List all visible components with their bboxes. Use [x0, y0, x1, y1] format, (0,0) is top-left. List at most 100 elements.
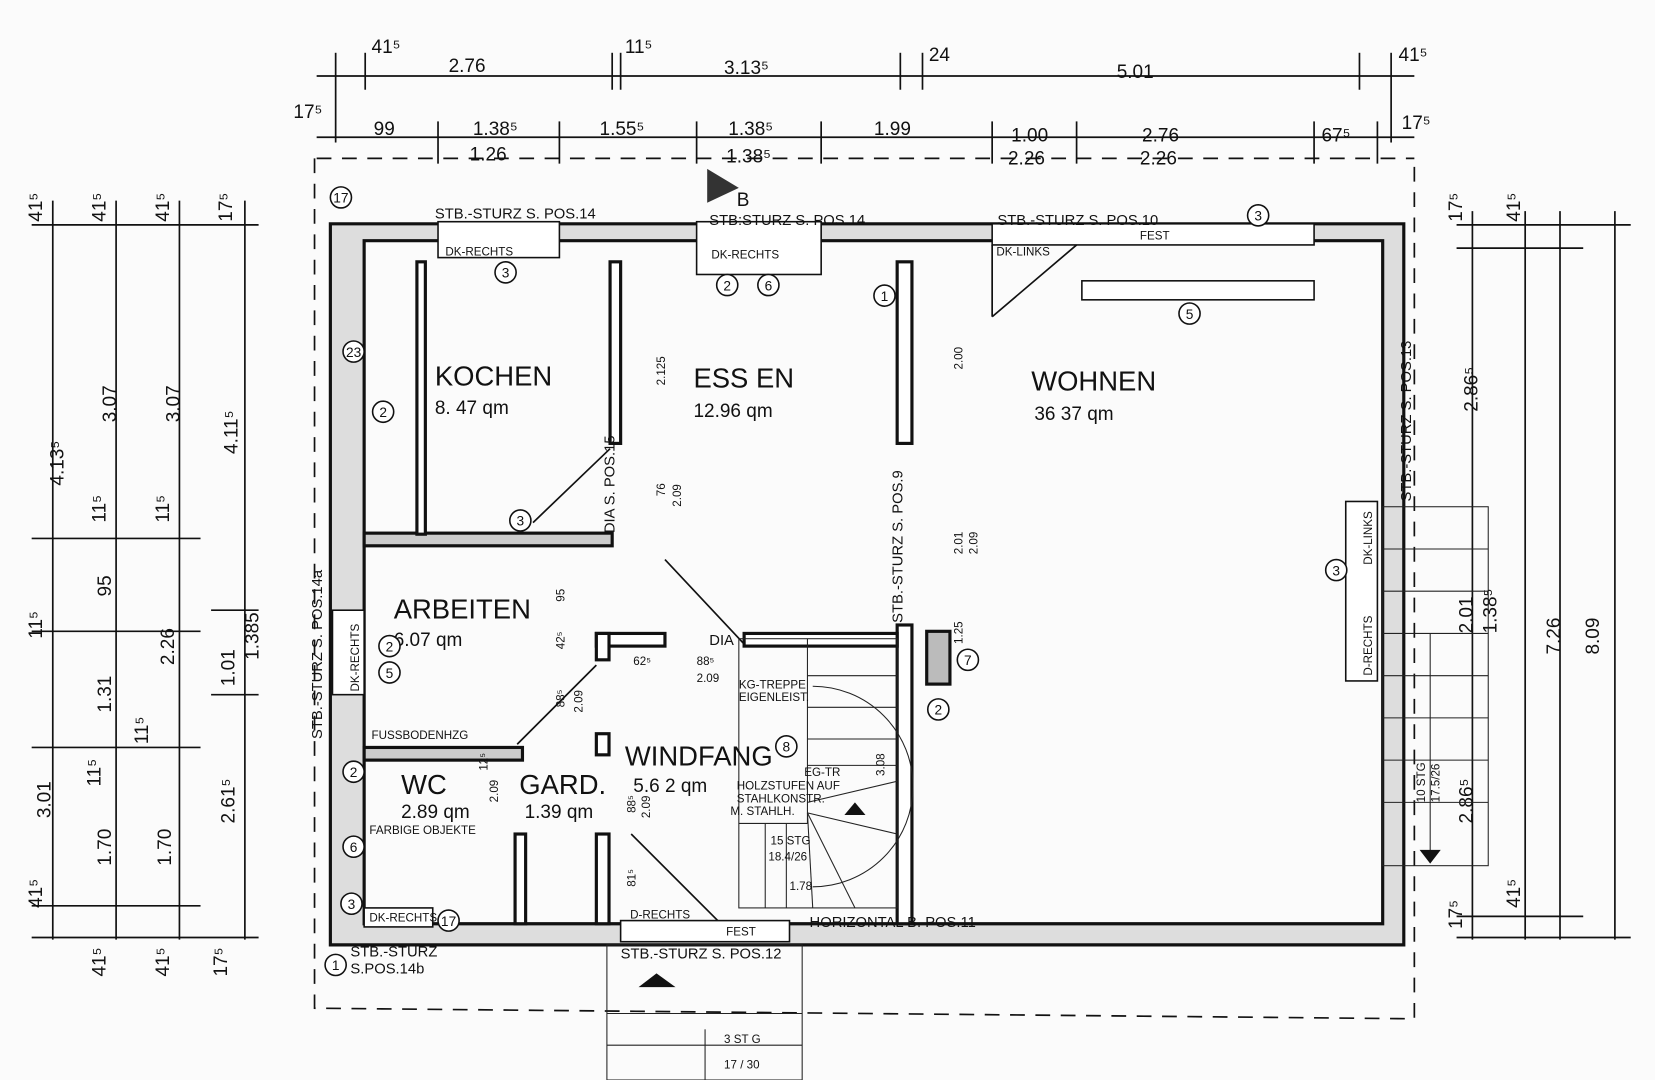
dim-label: 1.01 [218, 649, 239, 686]
dim-label: 1.70 [155, 829, 176, 866]
marker-label: 5 [1186, 307, 1194, 322]
dim-label: 1.26 [470, 144, 507, 165]
dim-label: 41⁵ [90, 948, 111, 977]
marker-circle [956, 648, 980, 672]
staircase [738, 638, 914, 909]
left-dimensions: 41⁵ 41⁵ 41⁵ 17⁵ 4.13⁵ 3.07 3.07 4.11⁵ 11… [26, 193, 263, 977]
svg-text:1.25: 1.25 [953, 621, 966, 644]
lintel-note: S.POS.14b [350, 961, 424, 977]
svg-text:WC: WC [401, 769, 447, 800]
dim-label: 1.385 [243, 612, 264, 660]
svg-text:2.09: 2.09 [488, 780, 501, 803]
marker-circle [1178, 302, 1201, 325]
marker-label: 2 [386, 639, 394, 654]
svg-text:88⁵: 88⁵ [625, 795, 638, 813]
lintel-note: STB.-STURZ S. POS.14a [310, 569, 326, 739]
svg-text:KOCHEN: KOCHEN [435, 360, 552, 391]
svg-text:12.96 qm: 12.96 qm [693, 401, 772, 422]
marker-circle [1324, 558, 1348, 582]
marker-label: 3 [1254, 209, 1262, 224]
dim-label: 3.01 [35, 781, 56, 818]
room-gard: GARD.1.39 qm [519, 769, 606, 823]
dim-label: 1.70 [95, 829, 116, 866]
svg-text:5.6 2 qm: 5.6 2 qm [633, 776, 707, 797]
marker-circle [509, 509, 532, 532]
lintel-note: STB:STURZ S. POS.14 [709, 213, 865, 229]
dim-label: 3.07 [163, 385, 184, 422]
dim-label: 7.26 [1544, 618, 1565, 655]
dim-label: 2.86⁵ [1462, 367, 1483, 412]
svg-text:DK-RECHTS: DK-RECHTS [445, 245, 513, 258]
svg-text:81⁵: 81⁵ [625, 869, 638, 887]
svg-text:DK-LINKS: DK-LINKS [1362, 511, 1375, 565]
lintel-note: STB.-STURZ S. POS.10 [997, 213, 1158, 229]
svg-text:76: 76 [655, 483, 668, 496]
lintel-note: DIA S. POS.15 [602, 435, 618, 533]
marker-label: 6 [765, 278, 773, 293]
dim-label: 1.99 [874, 119, 911, 140]
svg-text:FUSSBODENHZG: FUSSBODENHZG [372, 729, 469, 742]
svg-text:D-RECHTS: D-RECHTS [1362, 615, 1375, 675]
svg-text:3.08: 3.08 [874, 753, 887, 776]
svg-text:88⁵: 88⁵ [697, 655, 715, 668]
marker-label: 6 [350, 840, 358, 855]
dim-label: 41⁵ [1504, 879, 1525, 908]
marker-circle [437, 909, 460, 932]
dim-label: 17⁵ [293, 102, 322, 123]
svg-text:D-RECHTS: D-RECHTS [630, 908, 690, 921]
svg-text:8. 47 qm: 8. 47 qm [435, 398, 509, 419]
marker-label: 7 [964, 653, 972, 668]
marker-circle [342, 835, 365, 859]
dim-label: 11⁵ [153, 495, 174, 523]
room-kochen: KOCHEN 8. 47 qm [435, 360, 552, 419]
dim-label: 2.26 [1140, 149, 1177, 170]
dim-label: 1.00 [1011, 125, 1048, 146]
dim-label: 4.13⁵ [47, 441, 68, 486]
dim-label: 41⁵ [372, 37, 401, 58]
svg-text:95: 95 [555, 589, 568, 602]
svg-text:ESS EN: ESS EN [693, 362, 794, 393]
dim-label: 2.76 [449, 56, 486, 77]
marker-label: 17 [441, 914, 456, 929]
dim-label: 3.07 [100, 385, 121, 422]
walls [328, 222, 1406, 947]
dim-label: 1.38⁵ [726, 147, 771, 168]
dim-label: 41⁵ [90, 193, 111, 222]
dim-label: 41⁵ [153, 948, 174, 977]
marker-circle [1246, 204, 1270, 227]
section-mark: B [737, 190, 750, 211]
svg-text:HOLZSTUFEN AUF: HOLZSTUFEN AUF [737, 780, 840, 793]
dim-label: 17⁵ [216, 193, 237, 222]
svg-text:2.01: 2.01 [953, 532, 966, 555]
svg-text:GARD.: GARD. [519, 769, 606, 800]
marker-label: 3 [348, 897, 356, 912]
dim-label: 1.55⁵ [600, 119, 645, 140]
svg-text:FEST: FEST [1140, 230, 1170, 243]
marker-label: 2 [379, 405, 387, 420]
svg-text:M. STAHLH.: M. STAHLH. [730, 805, 794, 818]
svg-text:18.4/26: 18.4/26 [768, 850, 807, 863]
svg-text:12⁵: 12⁵ [478, 753, 491, 771]
dim-label: 1.31 [95, 676, 116, 713]
dim-label: 17⁵ [1446, 900, 1467, 929]
svg-text:17 / 30: 17 / 30 [724, 1058, 760, 1071]
dim-label: 95 [95, 575, 116, 596]
svg-text:10 STG: 10 STG [1415, 762, 1428, 802]
svg-text:EG-TR: EG-TR [804, 766, 840, 779]
marker-circle [329, 186, 353, 209]
windows [331, 220, 1379, 943]
dim-label: 3.13⁵ [724, 58, 769, 79]
svg-text:ARBEITEN: ARBEITEN [394, 594, 531, 625]
svg-text:2.00: 2.00 [953, 347, 966, 370]
dim-label: 41⁵ [1399, 45, 1428, 66]
dim-label: 41⁵ [26, 879, 47, 908]
lintel-note: STB.-STURZ S. POS.12 [621, 947, 782, 963]
svg-text:17.5/26: 17.5/26 [1430, 764, 1443, 803]
room-essen: ESS EN 12.96 qm [693, 362, 794, 422]
svg-text:2.09: 2.09 [640, 796, 653, 819]
dim-label: 11⁵ [625, 37, 653, 58]
